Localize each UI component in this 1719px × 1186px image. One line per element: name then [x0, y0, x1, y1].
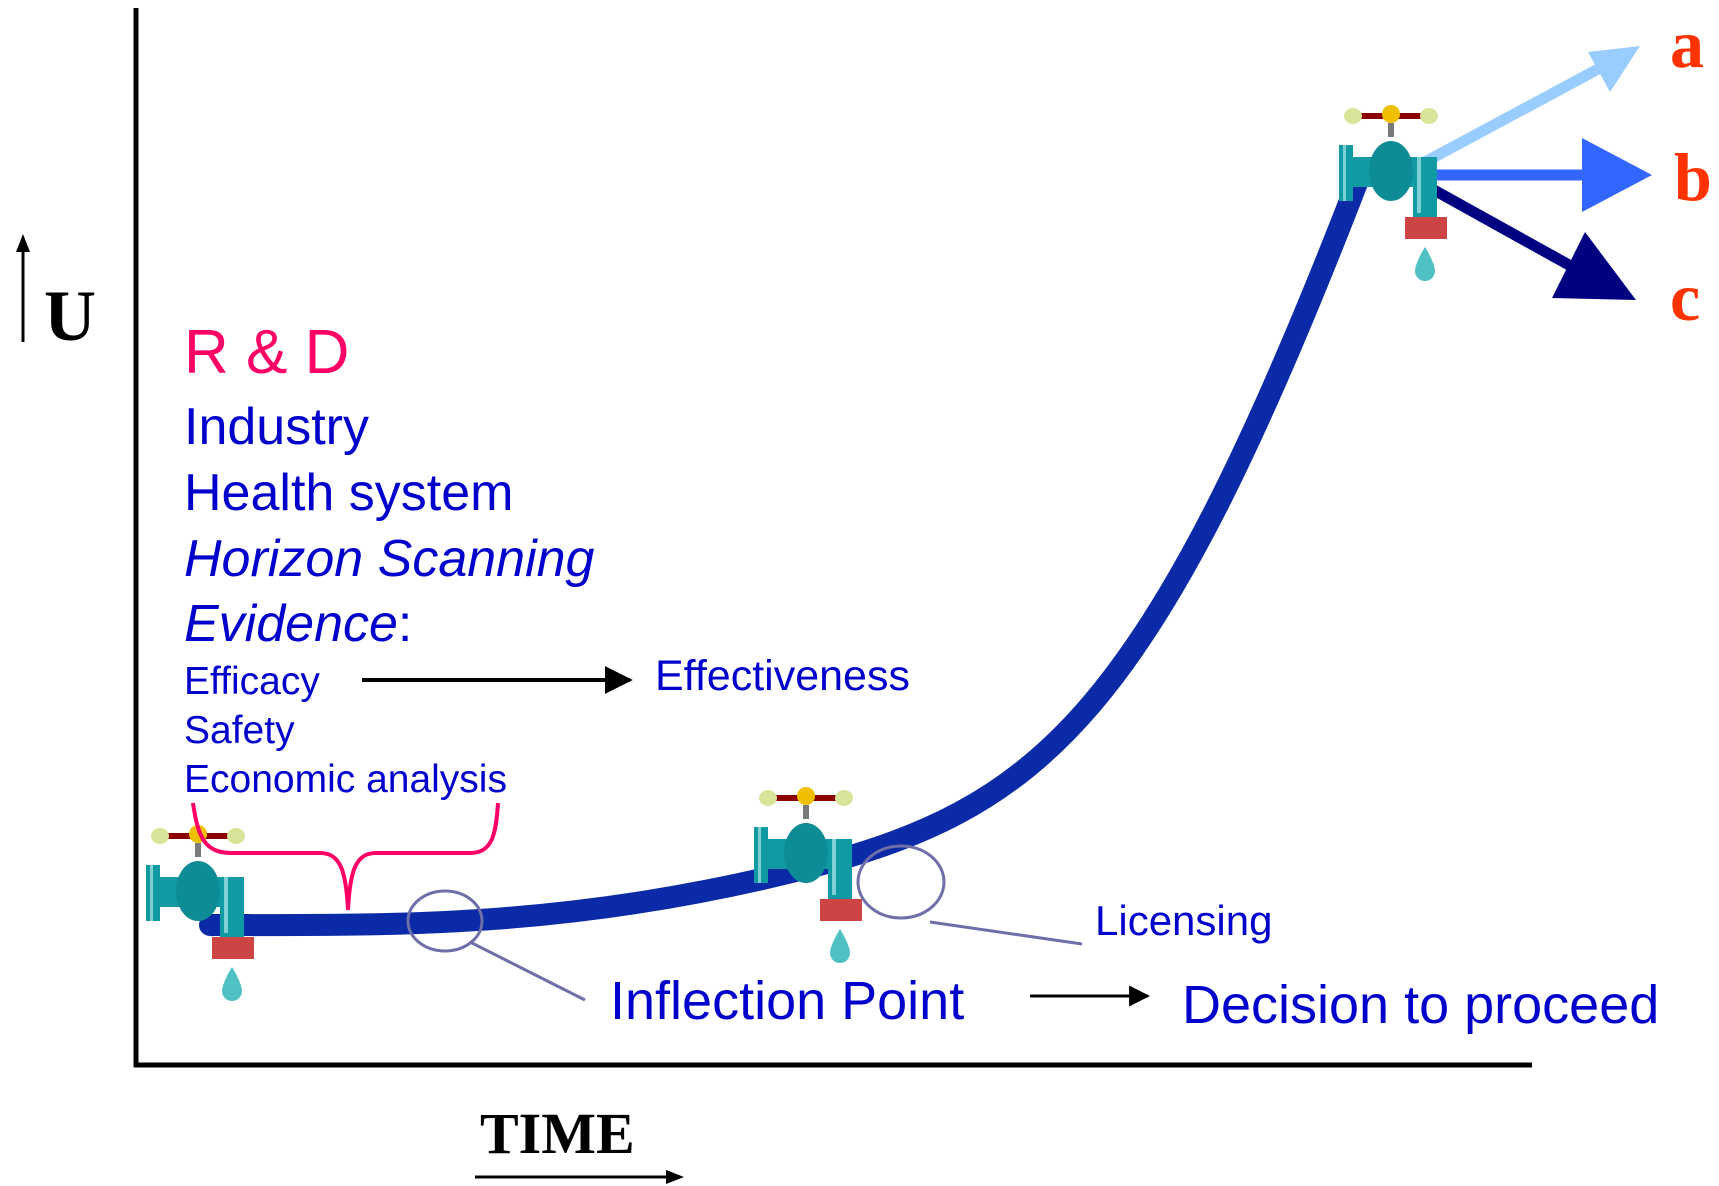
evidence-label: Evidence: [184, 595, 398, 653]
rd-line-horizon-scanning: Horizon Scanning: [184, 530, 595, 588]
outcome-label-a: a: [1670, 6, 1704, 82]
licensing-leader: [929, 920, 1083, 946]
outcome-arrow-b: [1430, 138, 1652, 212]
rd-evidence: Evidence:: [184, 595, 412, 653]
inflection-ellipse: [406, 889, 484, 953]
outcome-arrow-c: [1422, 180, 1636, 300]
rd-title: R & D: [184, 318, 349, 387]
evidence-safety: Safety: [184, 709, 295, 752]
adoption-curve: [199, 164, 1371, 937]
evidence-effectiveness: Effectiveness: [655, 652, 910, 700]
rd-line-industry: Industry: [184, 398, 369, 456]
outcome-arrow-a: [1422, 46, 1640, 167]
evidence-efficacy: Efficacy: [184, 660, 320, 703]
licensing-ellipse: [856, 844, 946, 920]
y-arrow-head: [16, 234, 30, 252]
x-axis-label: TIME: [480, 1101, 635, 1166]
rd-brace: [191, 802, 500, 911]
inflection-point-label: Inflection Point: [610, 971, 964, 1031]
outcome-label-b: b: [1674, 139, 1712, 215]
evidence-colon: :: [398, 595, 412, 653]
inflection-leader: [469, 940, 586, 1002]
licensing-label: Licensing: [1095, 897, 1272, 944]
evidence-economic-analysis: Economic analysis: [184, 758, 507, 801]
outcome-label-c: c: [1670, 259, 1700, 335]
decision-label: Decision to proceed: [1182, 975, 1659, 1035]
y-axis-label: U: [44, 276, 96, 356]
rd-line-health-system: Health system: [184, 464, 513, 522]
x-arrow-head: [666, 1170, 684, 1184]
